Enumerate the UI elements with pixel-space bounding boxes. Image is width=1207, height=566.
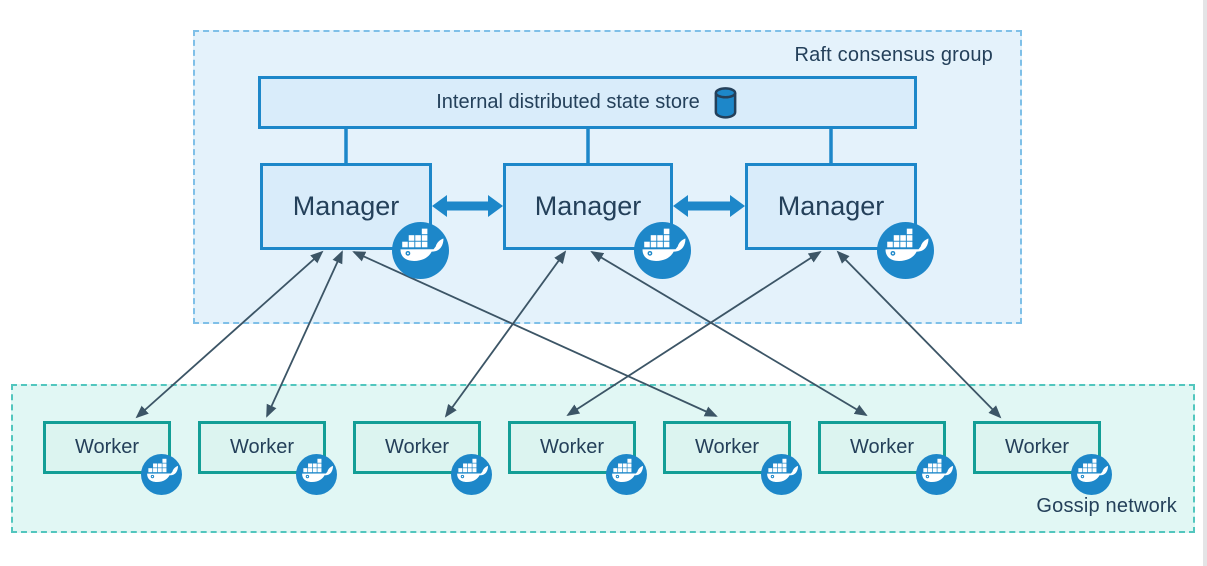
gossip-network-label: Gossip network	[1036, 495, 1177, 517]
docker-whale-icon	[451, 454, 492, 495]
state-store-box: Internal distributed state store	[258, 76, 917, 129]
raft-group-label: Raft consensus group	[794, 44, 993, 66]
worker-label: Worker	[384, 436, 450, 458]
docker-whale-icon	[1071, 454, 1112, 495]
docker-whale-icon	[606, 454, 647, 495]
worker-label: Worker	[539, 436, 605, 458]
worker-node-3: Worker	[353, 421, 481, 474]
manager-label: Manager	[292, 191, 400, 221]
worker-node-5: Worker	[663, 421, 791, 474]
worker-label: Worker	[74, 436, 140, 458]
docker-whale-icon	[916, 454, 957, 495]
docker-whale-icon	[634, 222, 691, 279]
database-cylinder-icon	[712, 86, 739, 119]
docker-whale-icon	[877, 222, 934, 279]
manager-label: Manager	[777, 191, 885, 221]
worker-label: Worker	[849, 436, 915, 458]
docker-whale-icon	[296, 454, 337, 495]
manager-label: Manager	[534, 191, 642, 221]
docker-whale-icon	[761, 454, 802, 495]
docker-whale-icon	[141, 454, 182, 495]
docker-whale-icon	[392, 222, 449, 279]
state-store-label: Internal distributed state store	[436, 91, 700, 113]
worker-label: Worker	[1004, 436, 1070, 458]
worker-label: Worker	[229, 436, 295, 458]
worker-label: Worker	[694, 436, 760, 458]
